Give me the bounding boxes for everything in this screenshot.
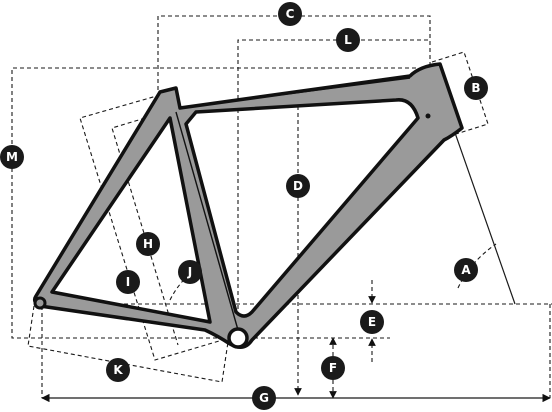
frame-top-tube-line	[179, 77, 411, 109]
dim-h-box	[79, 94, 237, 361]
dim-m-lines	[11, 67, 430, 339]
dim-g-ends	[41, 304, 551, 398]
badge-h-text: H	[143, 237, 153, 251]
badge-m: M	[0, 145, 24, 169]
badge-d-text: D	[293, 179, 303, 193]
badge-d: D	[286, 174, 310, 198]
badge-b: B	[464, 76, 488, 100]
badge-a-text: A	[461, 263, 471, 277]
badge-i-text: I	[126, 275, 130, 289]
badge-j: J	[178, 260, 202, 284]
badge-c-text: C	[286, 7, 295, 21]
badge-a: A	[454, 258, 478, 282]
badge-f-text: F	[329, 361, 337, 375]
badge-l-text: L	[344, 33, 352, 47]
badge-e-text: E	[368, 315, 376, 329]
badge-g-text: G	[259, 391, 269, 405]
badge-m-text: M	[6, 150, 18, 164]
bottom-bracket	[227, 327, 249, 349]
frame-seat-tube-line	[175, 111, 239, 331]
badge-l: L	[336, 28, 360, 52]
rear-dropout	[33, 296, 47, 310]
dim-l-lines	[237, 39, 430, 330]
badge-b-text: B	[471, 81, 480, 95]
badge-j-text: J	[187, 265, 192, 279]
badge-f: F	[321, 356, 345, 380]
badge-k-text: K	[113, 363, 123, 377]
dim-i-box	[111, 111, 179, 346]
badge-k: K	[106, 358, 130, 382]
dim-e-lines	[40, 303, 552, 339]
badge-c: C	[278, 2, 302, 26]
badge-i: I	[116, 270, 140, 294]
badge-h: H	[136, 232, 160, 256]
bike-frame	[32, 62, 464, 349]
badge-e: E	[360, 310, 384, 334]
badge-g: G	[252, 386, 276, 410]
head-tube-dot	[425, 113, 431, 119]
